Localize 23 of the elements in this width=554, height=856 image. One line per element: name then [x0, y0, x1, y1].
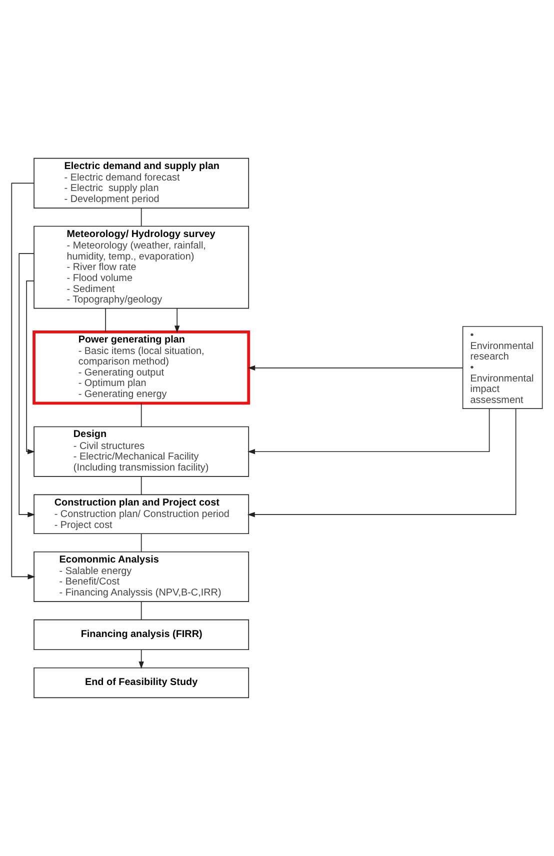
arrow	[138, 649, 144, 669]
arrow	[18, 253, 36, 518]
node-box: Meteorology/ Hydrology survey - Meteorology (weather, rainfall, humidity, temp., evaporation) - River flow rate - Flood volume - Sediment - Topography/geology	[34, 226, 250, 309]
arrow	[248, 408, 490, 454]
connector	[105, 308, 106, 332]
arrow	[11, 182, 36, 580]
node-box: Power generating plan - Basic items (local situation, comparison method) - Generating output - Optimum plan - Generating energy	[32, 330, 250, 405]
node-box: Construction plan and Project cost - Construction plan/ Construction period - Project cost	[34, 494, 250, 534]
node-box: Design - Civil structures - Electric/Mechanical Facility (Including transmission facility)	[34, 426, 250, 477]
connector	[140, 208, 142, 226]
node-box: Electric demand and supply plan - Electric demand forecast - Electric supply plan - Development period	[34, 158, 250, 208]
connector	[140, 476, 142, 496]
arrow	[248, 365, 463, 371]
arrow	[247, 408, 516, 518]
connector	[140, 534, 142, 552]
node-box: Ecomonmic Analysis - Salable energy - Benefit/Cost - Financing Analyssis (NPV,B-C,IRR)	[34, 551, 250, 602]
connector	[140, 402, 142, 427]
connector	[140, 601, 142, 620]
node-box: Financing analysis (FIRR)	[34, 619, 250, 650]
arrow	[174, 308, 180, 334]
arrow	[26, 280, 35, 454]
node-box: • Environmental research • Environmental impact assessment	[462, 326, 543, 409]
node-box: End of Feasibility Study	[34, 667, 250, 698]
